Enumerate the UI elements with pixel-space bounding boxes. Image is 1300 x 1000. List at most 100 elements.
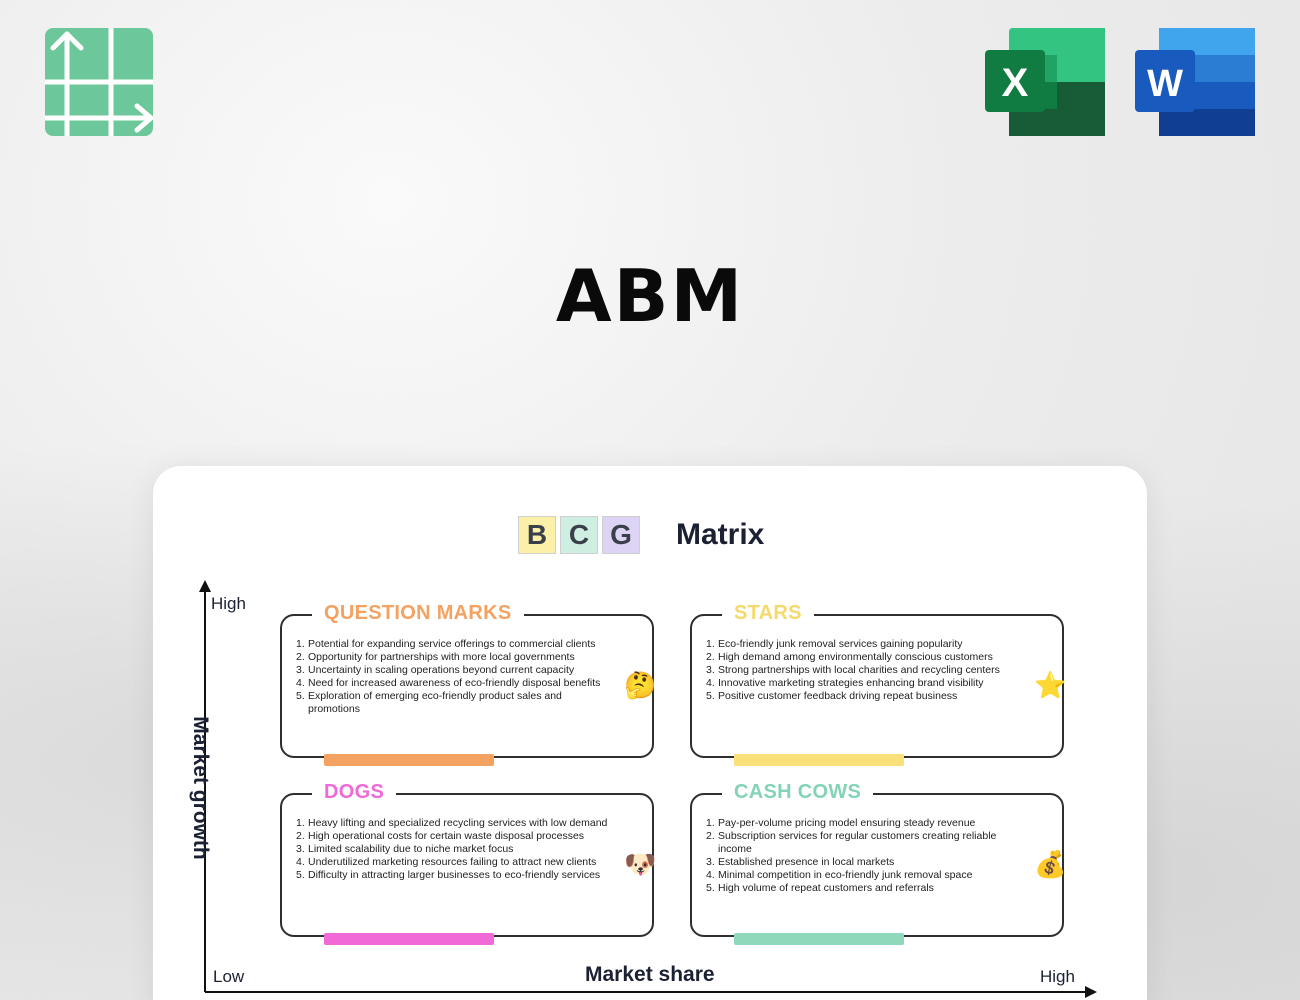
quadrant-accent-bar xyxy=(734,933,904,945)
bcg-letter-b: B xyxy=(518,516,556,554)
list-item-text: High demand among environmentally consci… xyxy=(718,651,993,663)
star-icon: ⭐ xyxy=(1034,671,1067,701)
y-axis-title: Market growth xyxy=(189,716,212,860)
list-item: 5.Exploration of emerging eco-friendly p… xyxy=(296,690,608,716)
quadrant-title: CASH COWS xyxy=(722,781,874,804)
quadrant-cash-cows: CASH COWS 1.Pay-per-volume pricing model… xyxy=(690,781,1067,945)
list-item-number: 4. xyxy=(706,869,715,881)
list-item: 2.Subscription services for regular cust… xyxy=(706,830,1018,856)
list-item: 3.Strong partnerships with local chariti… xyxy=(706,664,1018,677)
list-item: 4.Minimal competition in eco-friendly ju… xyxy=(706,869,1018,882)
list-item-number: 2. xyxy=(706,830,715,842)
dog-face-icon: 🐶 xyxy=(624,850,657,880)
list-item-text: High operational costs for certain waste… xyxy=(308,830,585,842)
list-item: 5.Positive customer feedback driving rep… xyxy=(706,690,1018,703)
list-item-number: 1. xyxy=(706,817,715,829)
list-item-text: Potential for expanding service offering… xyxy=(308,638,596,650)
list-item-number: 2. xyxy=(296,651,305,663)
list-item-text: Underutilized marketing resources failin… xyxy=(308,856,597,868)
matrix-axes xyxy=(199,580,1097,998)
list-item: 1.Heavy lifting and specialized recyclin… xyxy=(296,817,608,830)
list-item-text: Difficulty in attracting larger business… xyxy=(308,869,601,881)
quadrant-list: 1.Heavy lifting and specialized recyclin… xyxy=(296,817,608,882)
quadrant-accent-bar xyxy=(324,754,494,766)
list-item-text: Eco-friendly junk removal services gaini… xyxy=(718,638,963,650)
list-item-number: 5. xyxy=(706,882,715,894)
list-item-text: Opportunity for partnerships with more l… xyxy=(308,651,575,663)
list-item: 2.Opportunity for partnerships with more… xyxy=(296,651,608,664)
money-bag-icon: 💰 xyxy=(1034,850,1067,880)
list-item: 5.Difficulty in attracting larger busine… xyxy=(296,869,608,882)
y-axis-high-label: High xyxy=(211,594,246,613)
quadrant-stars: STARS 1.Eco-friendly junk removal servic… xyxy=(690,602,1067,766)
excel-letter: X xyxy=(1002,61,1029,105)
bcg-letter-g: G xyxy=(602,516,640,554)
list-item-text: Established presence in local markets xyxy=(718,856,895,868)
document-title: ABM xyxy=(555,254,745,338)
list-item-number: 4. xyxy=(296,856,305,868)
list-item-number: 5. xyxy=(706,690,715,702)
y-axis-arrow xyxy=(199,580,211,592)
list-item: 3.Uncertainty in scaling operations beyo… xyxy=(296,664,608,677)
bcg-letter-c: C xyxy=(560,516,598,554)
list-item: 5.High volume of repeat customers and re… xyxy=(706,882,1018,895)
list-item-number: 4. xyxy=(296,677,305,689)
x-axis-arrow xyxy=(1085,986,1097,998)
quadrant-list: 1.Potential for expanding service offeri… xyxy=(296,638,608,716)
quadrant-accent-bar xyxy=(324,933,494,945)
list-item-number: 1. xyxy=(296,638,305,650)
list-item-text: Subscription services for regular custom… xyxy=(718,830,997,855)
list-item-number: 3. xyxy=(296,664,305,676)
list-item-text: Strong partnerships with local charities… xyxy=(718,664,1000,676)
word-letter: W xyxy=(1147,63,1183,105)
list-item: 4.Underutilized marketing resources fail… xyxy=(296,856,608,869)
x-axis-low-label: Low xyxy=(213,967,245,986)
list-item: 1.Eco-friendly junk removal services gai… xyxy=(706,638,1018,651)
list-item-number: 4. xyxy=(706,677,715,689)
quadrant-list: 1.Eco-friendly junk removal services gai… xyxy=(706,638,1018,703)
list-item: 4.Innovative marketing strategies enhanc… xyxy=(706,677,1018,690)
list-item: 3.Established presence in local markets xyxy=(706,856,1018,869)
list-item-text: High volume of repeat customers and refe… xyxy=(718,882,934,894)
x-axis-high-label: High xyxy=(1040,967,1075,986)
excel-icon[interactable]: X xyxy=(985,28,1105,136)
list-item-number: 3. xyxy=(706,856,715,868)
list-item-text: Limited scalability due to niche market … xyxy=(308,843,514,855)
thinking-face-icon: 🤔 xyxy=(624,671,657,701)
list-item-number: 1. xyxy=(296,817,305,829)
list-item-text: Heavy lifting and specialized recycling … xyxy=(308,817,608,829)
list-item-text: Need for increased awareness of eco-frie… xyxy=(308,677,601,689)
list-item: 3.Limited scalability due to niche marke… xyxy=(296,843,608,856)
quadrant-question-marks: QUESTION MARKS 1.Potential for expanding… xyxy=(280,602,657,766)
list-item-number: 5. xyxy=(296,869,305,881)
bcg-matrix-card: B C G Matrix High Low High Market share … xyxy=(153,466,1147,1000)
list-item: 1.Pay-per-volume pricing model ensuring … xyxy=(706,817,1018,830)
list-item-number: 2. xyxy=(296,830,305,842)
list-item: 2.High operational costs for certain was… xyxy=(296,830,608,843)
list-item-number: 5. xyxy=(296,690,305,702)
bcg-matrix-header: B C G Matrix xyxy=(518,516,764,554)
brand-logo xyxy=(42,25,156,139)
list-item-text: Exploration of emerging eco-friendly pro… xyxy=(308,690,562,715)
list-item-text: Uncertainty in scaling operations beyond… xyxy=(308,664,575,676)
quadrant-title: QUESTION MARKS xyxy=(312,602,524,625)
list-item-number: 3. xyxy=(296,843,305,855)
quadrant-title: STARS xyxy=(722,602,814,625)
list-item-text: Pay-per-volume pricing model ensuring st… xyxy=(718,817,976,829)
list-item-number: 3. xyxy=(706,664,715,676)
list-item: 1.Potential for expanding service offeri… xyxy=(296,638,608,651)
quadrant-dogs: DOGS 1.Heavy lifting and specialized rec… xyxy=(280,781,657,945)
quadrant-list: 1.Pay-per-volume pricing model ensuring … xyxy=(706,817,1018,895)
word-icon[interactable]: W xyxy=(1135,28,1255,136)
list-item-text: Minimal competition in eco-friendly junk… xyxy=(718,869,973,881)
list-item-number: 2. xyxy=(706,651,715,663)
list-item: 2.High demand among environmentally cons… xyxy=(706,651,1018,664)
matrix-heading: Matrix xyxy=(676,518,765,551)
list-item-text: Innovative marketing strategies enhancin… xyxy=(718,677,984,689)
quadrant-title: DOGS xyxy=(312,781,397,804)
quadrant-accent-bar xyxy=(734,754,904,766)
list-item: 4.Need for increased awareness of eco-fr… xyxy=(296,677,608,690)
list-item-number: 1. xyxy=(706,638,715,650)
x-axis-title: Market share xyxy=(585,963,715,986)
list-item-text: Positive customer feedback driving repea… xyxy=(718,690,958,702)
